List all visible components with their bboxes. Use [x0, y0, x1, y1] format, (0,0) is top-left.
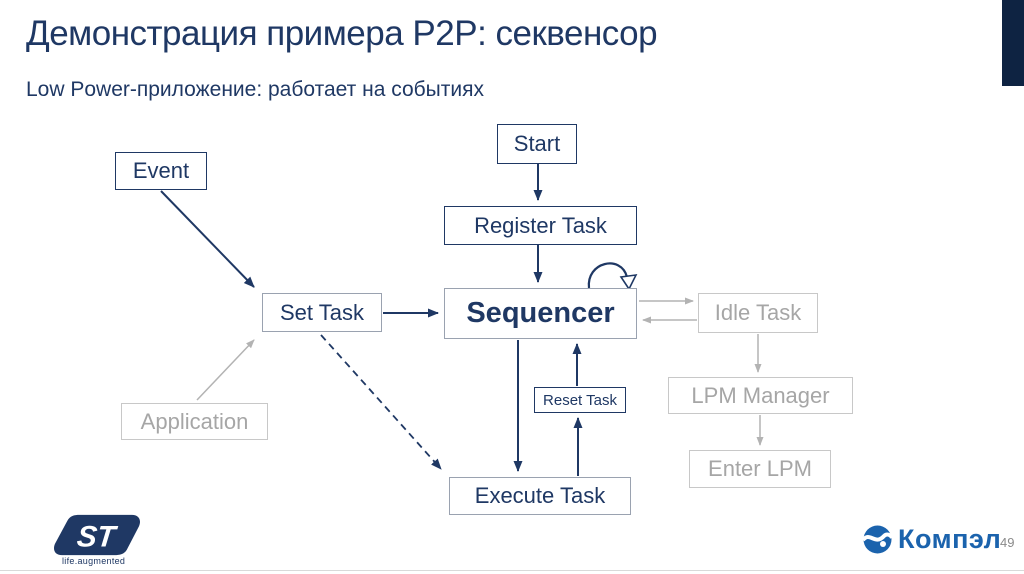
node-application: Application	[121, 403, 268, 440]
slide-subtitle: Low Power-приложение: работает на событи…	[26, 78, 484, 101]
node-set-task: Set Task	[262, 293, 382, 332]
edge-sequencer-self-loop	[587, 262, 629, 289]
node-start: Start	[497, 124, 577, 164]
node-sequencer: Sequencer	[444, 288, 637, 339]
node-register-task: Register Task	[444, 206, 637, 245]
slide-title: Демонстрация примера P2P: секвенсор	[26, 14, 658, 53]
edge-sequencer-self-loop-arrowhead	[619, 274, 638, 291]
node-execute-task: Execute Task	[449, 477, 631, 515]
right-accent-bar	[1002, 0, 1024, 86]
st-tagline: life.augmented	[62, 556, 126, 566]
edge-event-settask	[160, 190, 255, 288]
edge-settask-execute-dashed	[320, 334, 442, 470]
st-logo-icon: ST	[54, 514, 140, 556]
edge-application-settask	[196, 339, 255, 401]
page-number: 49	[1000, 535, 1015, 550]
bottom-divider	[0, 570, 1024, 571]
node-lpm-manager: LPM Manager	[668, 377, 853, 414]
kompel-logo: Компэл	[862, 524, 1001, 555]
node-reset-task: Reset Task	[534, 387, 626, 413]
node-idle-task: Idle Task	[698, 293, 818, 333]
st-logo-letters: ST	[75, 520, 119, 553]
kompel-brand-text: Компэл	[898, 524, 1002, 554]
node-event: Event	[115, 152, 207, 190]
kompel-globe-icon	[862, 525, 893, 554]
node-enter-lpm: Enter LPM	[689, 450, 831, 488]
